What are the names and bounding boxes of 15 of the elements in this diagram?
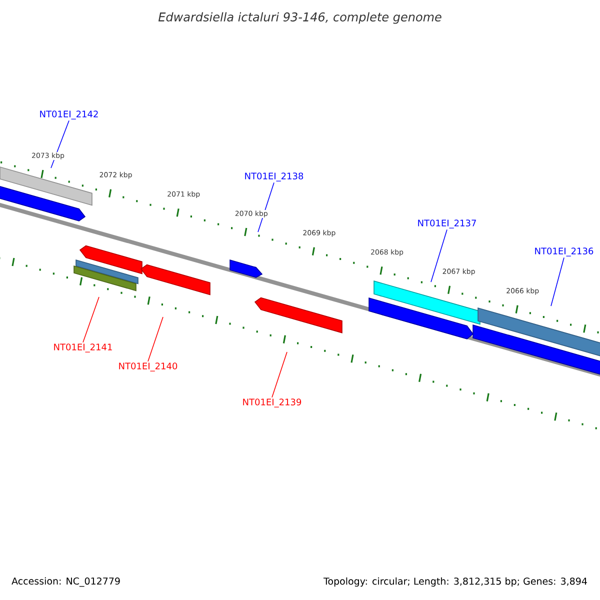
leader-line xyxy=(82,296,100,343)
genome-stats-text: Topology: circular; Length: 3,812,315 bp; Genes: 3,894 xyxy=(323,577,587,587)
title: Edwardsiella ictaluri 93-146, complete genome xyxy=(158,12,442,24)
leader-line xyxy=(148,316,164,362)
leader-line xyxy=(430,229,448,282)
gene-label: NT01EI_2137 xyxy=(418,220,476,228)
accession-text: Accession: NC_012779 xyxy=(12,577,120,587)
gene-label: NT01EI_2138 xyxy=(245,172,304,182)
gene-label: NT01EI_2136 xyxy=(535,248,594,256)
gene-label: NT01EI_2141 xyxy=(54,344,112,352)
leader-line xyxy=(550,257,564,306)
leader-line xyxy=(272,352,288,398)
gene-label: NT01EI_2142 xyxy=(40,110,98,120)
gene-label: NT01EI_2139 xyxy=(243,398,302,408)
gene-label: NT01EI_2140 xyxy=(119,362,178,372)
